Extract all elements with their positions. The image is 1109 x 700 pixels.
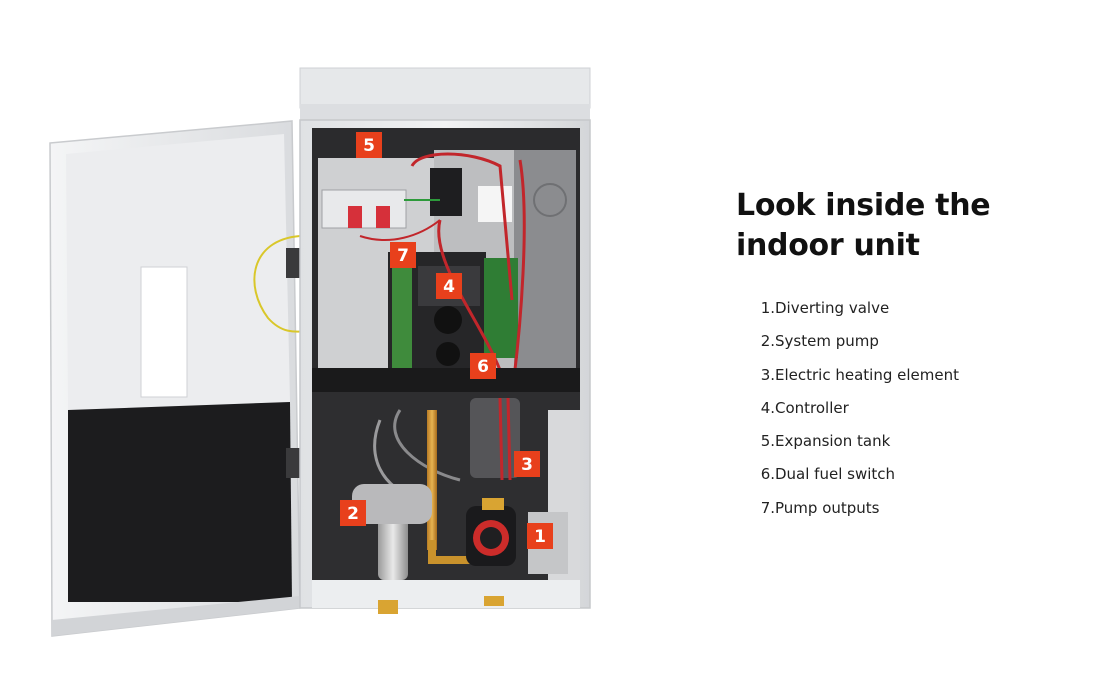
list-item-label: Diverting valve	[775, 299, 890, 317]
marker-1: 1	[527, 523, 553, 549]
list-item: 2.System pump	[736, 325, 1096, 358]
list-item-label: Controller	[775, 398, 849, 417]
list-item-number: 7.	[760, 498, 775, 517]
marker-5: 5	[356, 132, 382, 158]
marker-2: 2	[340, 500, 366, 526]
list-item: 1.Diverting valve	[736, 292, 1096, 325]
list-item-number: 6.	[760, 465, 775, 484]
svg-text:1: 1	[534, 527, 546, 547]
door-insulation-panel	[68, 402, 292, 602]
list-item-label: Electric heating element	[775, 365, 959, 384]
list-item-number: 1.	[760, 299, 775, 317]
info-panel: Look inside the indoor unit 1.Diverting …	[736, 186, 1096, 525]
svg-text:2: 2	[347, 504, 359, 524]
list-item-number: 3.	[760, 365, 775, 384]
list-item-number: 4.	[760, 398, 775, 417]
svg-text:7: 7	[397, 246, 409, 266]
door-window	[140, 266, 188, 398]
component-list: 1.Diverting valve 2.System pump 3.Electr…	[736, 292, 1096, 525]
cabinet-door	[49, 120, 331, 637]
list-item-number: 2.	[760, 332, 775, 351]
list-item-label: Pump outputs	[775, 498, 880, 517]
list-item: 5.Expansion tank	[736, 425, 1096, 458]
page-title: Look inside the indoor unit	[736, 188, 991, 263]
list-item-label: Expansion tank	[775, 432, 891, 451]
list-item-number: 5.	[760, 432, 775, 451]
svg-text:5: 5	[363, 136, 375, 156]
marker-6: 6	[470, 353, 496, 379]
list-item: 7.Pump outputs	[736, 492, 1096, 525]
marker-3: 3	[514, 451, 540, 477]
list-item: 4.Controller	[736, 392, 1096, 425]
list-item: 6.Dual fuel switch	[736, 458, 1096, 491]
marker-4: 4	[436, 273, 462, 299]
list-item-label: Dual fuel switch	[775, 465, 896, 484]
list-item: 3.Electric heating element	[736, 359, 1096, 392]
svg-text:4: 4	[443, 277, 455, 297]
indoor-unit-photo: 5 7 4 6 3 2 1	[49, 67, 591, 637]
svg-text:6: 6	[477, 357, 489, 377]
svg-text:3: 3	[521, 455, 533, 475]
marker-7: 7	[390, 242, 416, 268]
list-item-label: System pump	[775, 332, 879, 351]
